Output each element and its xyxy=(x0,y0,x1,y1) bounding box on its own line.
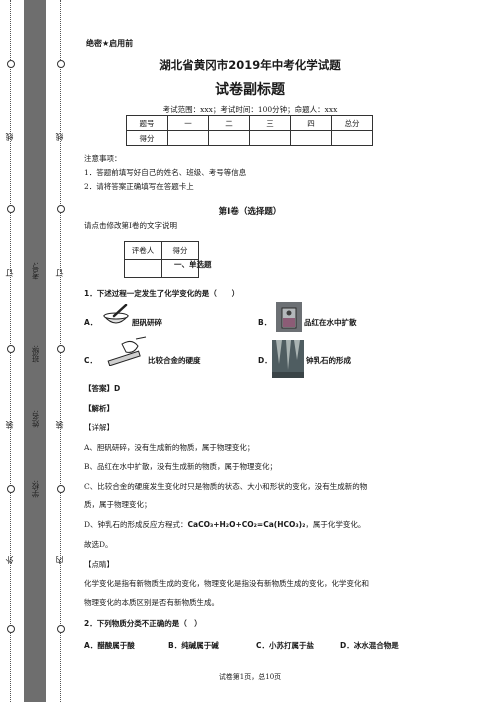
outer-text: 订 xyxy=(5,268,14,277)
score-cell: 一 xyxy=(167,115,209,131)
score-cell: 四 xyxy=(290,115,332,131)
exam-info: 考试范围：xxx；考试时间：100分钟；命题人：xxx xyxy=(162,105,338,114)
page-title: 湖北省黄冈市2019年中考化学试题 xyxy=(159,58,341,72)
score-cell: 得分 xyxy=(126,130,168,146)
explanation-line: A、胆矾研碎，没有生成新的物质，属于物理变化； xyxy=(84,443,255,452)
explanation-suffix: ，属于化学变化。 xyxy=(305,520,366,529)
page-footer: 试卷第1页，总10页 xyxy=(218,673,282,681)
explanation-line-d: D、钟乳石的形成反应方程式：CaCO₃+H₂O+CO₂=Ca(HCO₃)₂，属于… xyxy=(84,517,444,532)
reaction-formula: CaCO₃+H₂O+CO₂=Ca(HCO₃)₂ xyxy=(187,520,306,529)
note-item: 2．请将答案正确填写在答题卡上 xyxy=(84,182,194,191)
analysis-heading: 【解析】 xyxy=(84,404,114,413)
binding-circle xyxy=(7,625,15,633)
binding-circle xyxy=(7,485,15,493)
option-text: 醋酸属于酸 xyxy=(97,641,135,650)
tip-line: 物理变化的本质区别是否有新物质生成。 xyxy=(84,598,219,607)
inner-text: 内 xyxy=(55,555,64,564)
score-input-cell[interactable] xyxy=(290,130,332,146)
binding-circle xyxy=(57,485,65,493)
beaker-photo xyxy=(276,302,302,332)
outer-text: 外 xyxy=(5,555,14,564)
tip-heading: 【点睛】 xyxy=(84,560,114,569)
name-label: 姓名: xyxy=(31,410,40,428)
section-heading: 第I卷（选择题） xyxy=(218,207,282,217)
reviewer-input-cell[interactable] xyxy=(124,259,162,278)
option-item: A．醋酸属于酸 xyxy=(84,640,135,651)
page-subtitle: 试卷副标题 xyxy=(215,82,285,98)
explanation-line: C、比较合金的硬度发生变化时只是物质的状态、大小和形状的变化，没有生成新的物 xyxy=(84,482,368,491)
stalactite-photo xyxy=(272,340,304,378)
option-letter: C． xyxy=(256,641,270,650)
score-cell: 题号 xyxy=(126,115,168,131)
option-text: 胆矾研碎 xyxy=(132,318,162,327)
secret-mark: 绝密★启用前 xyxy=(86,39,134,48)
explanation-line: 质，属于物理变化； xyxy=(84,500,152,509)
option-text: 比较合金的硬度 xyxy=(148,356,201,365)
mortar-pestle-image xyxy=(102,304,130,324)
answer-line: 【答案】D xyxy=(84,384,121,393)
gutter-strip xyxy=(24,0,46,702)
reviewer-input-cell[interactable] xyxy=(161,259,199,278)
option-text: 冰水混合物是 xyxy=(353,641,399,650)
inner-text: 装 xyxy=(55,420,64,429)
explanation-line: B、品红在水中扩散，没有生成新的物质，属于物理变化； xyxy=(84,462,278,471)
inner-text: 线 xyxy=(55,132,64,141)
option-text: 钟乳石的形成 xyxy=(306,356,351,365)
school-label: 学校: xyxy=(31,480,40,498)
option-letter: A． xyxy=(84,641,98,650)
option-letter: D． xyxy=(258,356,272,365)
option-text: 品红在水中扩散 xyxy=(304,318,357,327)
class-label: 班级: xyxy=(31,345,40,363)
score-input-cell[interactable] xyxy=(249,130,291,146)
section-note: 请点击修改第I卷的文字说明 xyxy=(84,221,177,230)
outer-text: 线 xyxy=(5,132,14,141)
score-input-cell[interactable] xyxy=(208,130,250,146)
exam-id-label: 考号: xyxy=(31,262,40,280)
score-cell: 二 xyxy=(208,115,250,131)
binding-circle xyxy=(7,345,15,353)
tip-line: 化学变化是指有新物质生成的变化，物理变化是指没有新物质生成的变化，化学变化和 xyxy=(84,579,369,588)
score-cell: 三 xyxy=(249,115,291,131)
option-letter: B． xyxy=(258,318,272,327)
score-cell: 总分 xyxy=(331,115,373,131)
score-table: 题号 一 二 三 四 总分 得分 xyxy=(126,115,373,146)
inner-text: 订 xyxy=(55,268,64,277)
reviewer-cell: 得分 xyxy=(161,241,199,260)
option-letter: D． xyxy=(340,641,354,650)
binding-circle xyxy=(57,625,65,633)
part-title: 一、单选题 xyxy=(174,260,212,269)
option-item: D．冰水混合物是 xyxy=(340,640,399,651)
option-text: 纯碱属于碱 xyxy=(181,641,219,650)
option-letter: B． xyxy=(168,641,182,650)
reviewer-table: 评卷人 得分 xyxy=(124,241,199,278)
reviewer-cell: 评卷人 xyxy=(124,241,162,260)
outer-text: 装 xyxy=(5,420,14,429)
note-item: 1．答题前填写好自己的姓名、班级、考号等信息 xyxy=(84,168,247,177)
option-item: C．小苏打属于盐 xyxy=(256,640,314,651)
binding-circle xyxy=(57,345,65,353)
option-item: B．纯碱属于碱 xyxy=(168,640,219,651)
score-input-cell[interactable] xyxy=(167,130,209,146)
option-text: 小苏打属于盐 xyxy=(269,641,315,650)
explanation-prefix: D、钟乳石的形成反应方程式： xyxy=(84,520,188,529)
detail-heading: 【详解】 xyxy=(84,423,114,432)
question-stem: 2．下列物质分类不正确的是（ ） xyxy=(84,619,202,628)
binding-gutter: 外 装 订 线 内 装 订 线 学校: 姓名: 班级: 考号: xyxy=(0,0,70,702)
binding-circle xyxy=(57,205,65,213)
score-input-cell[interactable] xyxy=(331,130,373,146)
option-letter: C． xyxy=(84,356,98,365)
notes-heading: 注意事项： xyxy=(84,154,122,163)
binding-circle xyxy=(7,60,15,68)
conclusion-line: 故选D。 xyxy=(84,540,113,549)
binding-circle xyxy=(7,205,15,213)
question-stem: 1．下述过程一定发生了化学变化的是（ ） xyxy=(84,289,240,298)
option-letter: A． xyxy=(84,318,98,327)
binding-circle xyxy=(57,60,65,68)
alloy-scratch-image xyxy=(107,336,147,366)
